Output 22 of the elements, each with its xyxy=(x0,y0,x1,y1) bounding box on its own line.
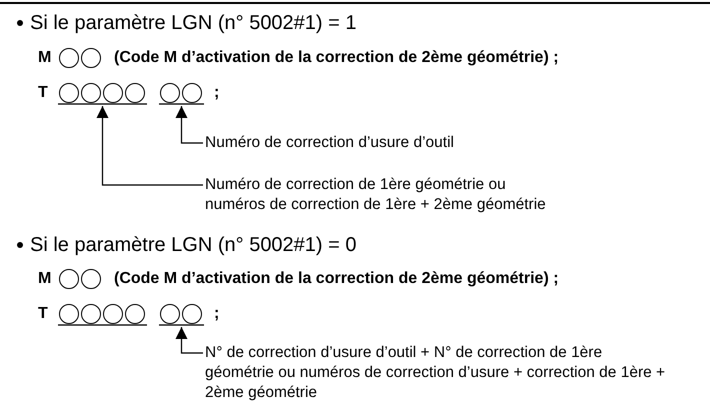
leader-arrow xyxy=(96,106,203,186)
annotation-text: Numéro de correction d’usure d’outil xyxy=(205,133,705,153)
underlined-placeholder-circles xyxy=(159,83,204,105)
underlined-placeholder-circles xyxy=(159,304,204,326)
condition-heading: Si le paramètre LGN (n° 5002#1) = 1 xyxy=(30,11,357,35)
leader-arrow xyxy=(176,106,203,144)
code-description: (Code M d’activation de la correction de 2ème géométrie) ; xyxy=(114,269,559,289)
code-letter: T xyxy=(38,304,48,324)
annotation-text: Numéro de correction de 1ère géométrie ou numéros de correction de 1ère + 2ème géométrie xyxy=(205,175,565,215)
code-description: (Code M d’activation de la correction de 2ème géométrie) ; xyxy=(114,48,559,68)
code-letter: M xyxy=(38,48,52,68)
placeholder-circles xyxy=(58,269,103,291)
underlined-placeholder-circles xyxy=(58,304,147,326)
code-letter: M xyxy=(38,269,52,289)
underlined-placeholder-circles xyxy=(58,83,147,105)
semicolon: ; xyxy=(214,304,220,324)
condition-heading: Si le paramètre LGN (n° 5002#1) = 0 xyxy=(30,233,357,257)
code-letter: T xyxy=(38,83,48,103)
placeholder-circles xyxy=(58,48,103,70)
annotation-text: N° de correction d’usure d’outil + N° de correction de 1ère géométrie ou numéros de correction d’usure + correction de 1ère + 2ème géométrie xyxy=(205,343,675,403)
leader-arrow xyxy=(176,327,203,354)
semicolon: ; xyxy=(214,83,220,103)
